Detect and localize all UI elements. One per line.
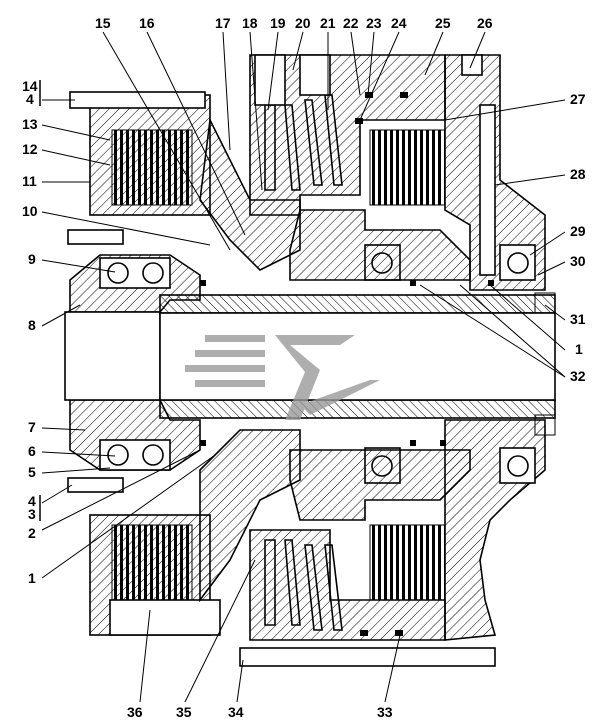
- callout-label: 20: [295, 15, 311, 31]
- bottom-rod: [239, 647, 496, 667]
- callout-label: 28: [570, 166, 586, 182]
- callout-label: 2: [28, 525, 36, 541]
- callout-label: 1: [575, 341, 583, 357]
- callout-label: 31: [570, 311, 586, 327]
- callout-label: 7: [28, 419, 36, 435]
- callout-label: 12: [22, 141, 38, 157]
- callout-label: 3: [28, 506, 36, 522]
- callout-label: 14: [22, 78, 38, 94]
- callout-label: 35: [176, 704, 192, 720]
- callout-label: 21: [320, 15, 336, 31]
- callout-label: 8: [28, 317, 36, 333]
- callout-label: 34: [228, 704, 244, 720]
- callout-label: 29: [570, 223, 586, 239]
- callout-label: 9: [28, 251, 36, 267]
- left-friction-pack-lower: [111, 524, 193, 601]
- seals: [200, 92, 494, 636]
- callout-label: 33: [377, 704, 393, 720]
- callouts-bottom: 36 35 34 33: [127, 704, 393, 720]
- callout-label: 22: [343, 15, 359, 31]
- callout-label: 4: [28, 493, 36, 509]
- right-friction-pack-upper: [369, 129, 446, 206]
- callout-label: 1: [28, 570, 36, 586]
- callouts-top: 15 16 17 18 19 20 21 22 23 24 25 26: [95, 15, 493, 31]
- callout-label: 36: [127, 704, 143, 720]
- callout-label: 17: [215, 15, 231, 31]
- callout-label: 6: [28, 443, 36, 459]
- callout-label: 13: [22, 116, 38, 132]
- callout-label: 26: [477, 15, 493, 31]
- callout-label: 23: [366, 15, 382, 31]
- right-friction-pack-lower: [369, 524, 446, 601]
- callout-label: 19: [270, 15, 286, 31]
- callout-label: 5: [28, 464, 36, 480]
- callout-label: 10: [22, 203, 38, 219]
- hollow-bore: [64, 311, 161, 401]
- left-friction-pack-upper: [111, 129, 193, 206]
- callout-label: 4: [26, 91, 34, 107]
- callout-label: 16: [139, 15, 155, 31]
- leader-lines: [41, 31, 566, 703]
- callout-label: 27: [570, 91, 586, 107]
- callouts-left: 14 4 13 12 11 10 9 8 7 6 5 4 3 2 1: [22, 78, 41, 586]
- callout-label: 32: [570, 368, 586, 384]
- callout-label: 30: [570, 253, 586, 269]
- callout-label: 11: [22, 173, 37, 189]
- callout-label: 18: [242, 15, 258, 31]
- left-drum-foot: [109, 599, 221, 636]
- callout-label: 25: [435, 15, 451, 31]
- callouts-right: 27 28 29 30 31 1 32: [570, 91, 586, 384]
- callout-label: 24: [391, 15, 407, 31]
- section-body: [64, 54, 556, 667]
- main-shaft: [159, 294, 556, 314]
- watermark-logo: [185, 335, 380, 420]
- callout-label: 15: [95, 15, 111, 31]
